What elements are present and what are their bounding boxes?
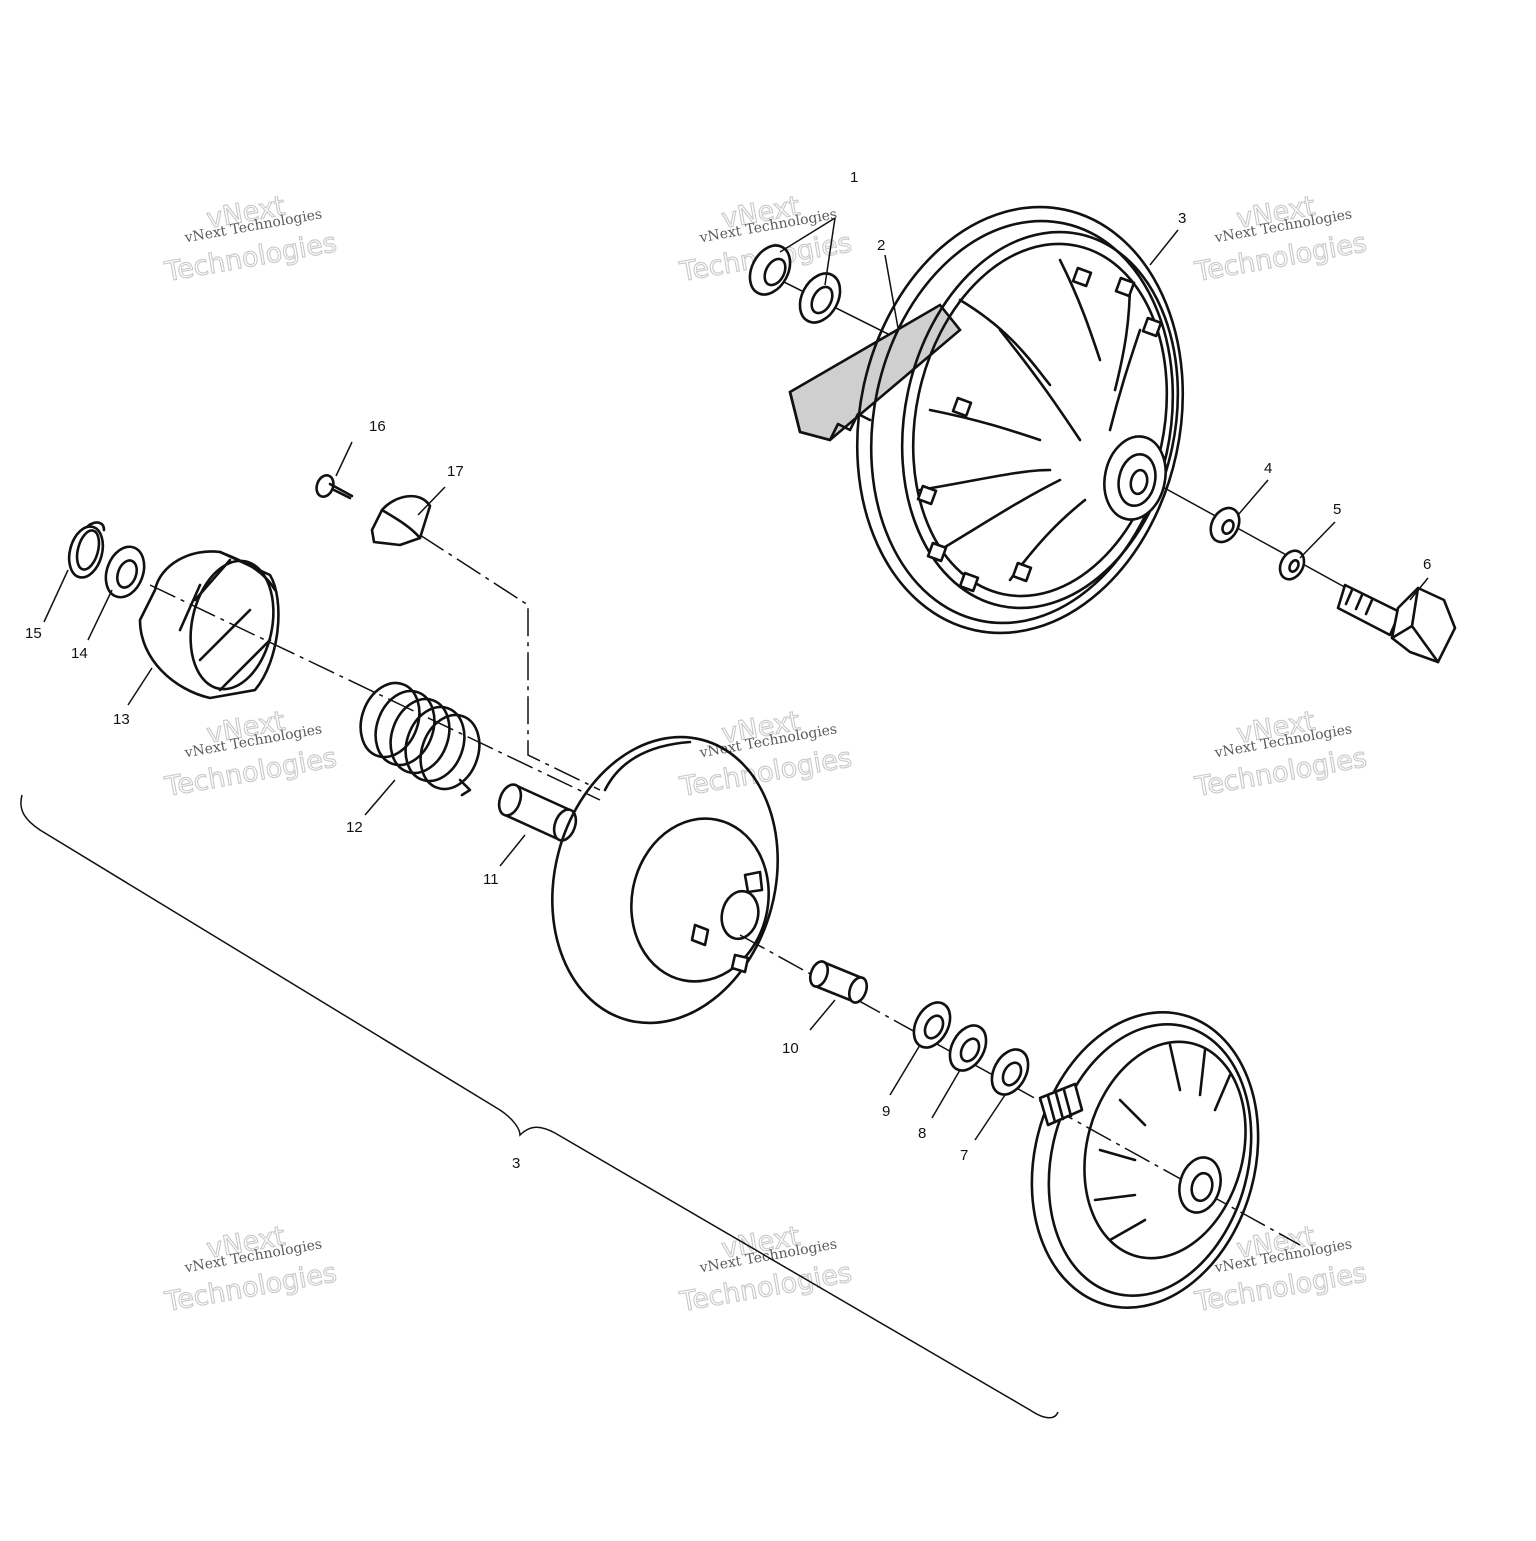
watermark: vNext vNext Technologies Technologies xyxy=(161,705,339,804)
watermark: vNext vNext Technologies Technologies xyxy=(676,1220,854,1319)
callout-labels: 1 2 3 4 5 6 7 8 9 10 11 12 13 14 15 16 1… xyxy=(25,169,1431,1172)
part-6-bolt xyxy=(1336,583,1457,664)
callout-11: 11 xyxy=(483,871,499,888)
callout-1: 1 xyxy=(850,169,858,186)
callout-6: 6 xyxy=(1423,556,1431,573)
part-13-cam xyxy=(138,550,280,700)
part-4-washer xyxy=(1209,506,1241,544)
movable-sheave xyxy=(551,735,779,1025)
part-3-fixed-sheave-upper xyxy=(855,205,1185,635)
callout-16: 16 xyxy=(369,418,386,435)
part-11-bushing xyxy=(497,783,578,842)
watermark: vNext vNext Technologies Technologies xyxy=(1191,705,1369,804)
callout-9: 9 xyxy=(882,1103,890,1120)
part-17-button xyxy=(370,494,432,547)
callout-4: 4 xyxy=(1264,460,1272,477)
callout-5: 5 xyxy=(1333,501,1341,518)
callout-8: 8 xyxy=(918,1125,926,1142)
callout-14: 14 xyxy=(71,645,88,662)
part-9-washer xyxy=(912,1001,952,1049)
callout-15: 15 xyxy=(25,625,42,642)
assembly-brace xyxy=(20,794,1059,1419)
part-12-spring xyxy=(359,681,481,797)
part-1-washer-upper xyxy=(748,244,792,296)
callout-2: 2 xyxy=(877,237,885,254)
watermark: vNext vNext Technologies Technologies xyxy=(1191,190,1369,289)
callout-10: 10 xyxy=(782,1040,799,1057)
fixed-sheave-lower xyxy=(1030,1011,1260,1309)
part-16-screw xyxy=(315,474,354,500)
callout-12: 12 xyxy=(346,819,363,836)
part-1-washer-lower xyxy=(798,272,842,324)
callout-3: 3 xyxy=(1178,210,1186,227)
callout-13: 13 xyxy=(113,711,130,728)
callout-assembly-3: 3 xyxy=(512,1155,520,1172)
part-10-bushing xyxy=(808,960,869,1004)
part-7-washer xyxy=(990,1048,1030,1096)
callout-7: 7 xyxy=(960,1147,968,1164)
part-2-drive-belt xyxy=(788,303,962,442)
part-5-lock-washer xyxy=(1278,549,1306,581)
part-14-washer xyxy=(104,545,146,599)
callout-17: 17 xyxy=(447,463,464,480)
watermark: vNext vNext Technologies Technologies xyxy=(161,1220,339,1319)
leader-lines xyxy=(43,217,1429,1141)
part-8-washer xyxy=(948,1024,988,1072)
part-15-snap-ring xyxy=(67,521,106,579)
watermarks: vNext vNext Technologies Technologies vN… xyxy=(161,190,1369,1319)
watermark: vNext vNext Technologies Technologies xyxy=(161,190,339,289)
